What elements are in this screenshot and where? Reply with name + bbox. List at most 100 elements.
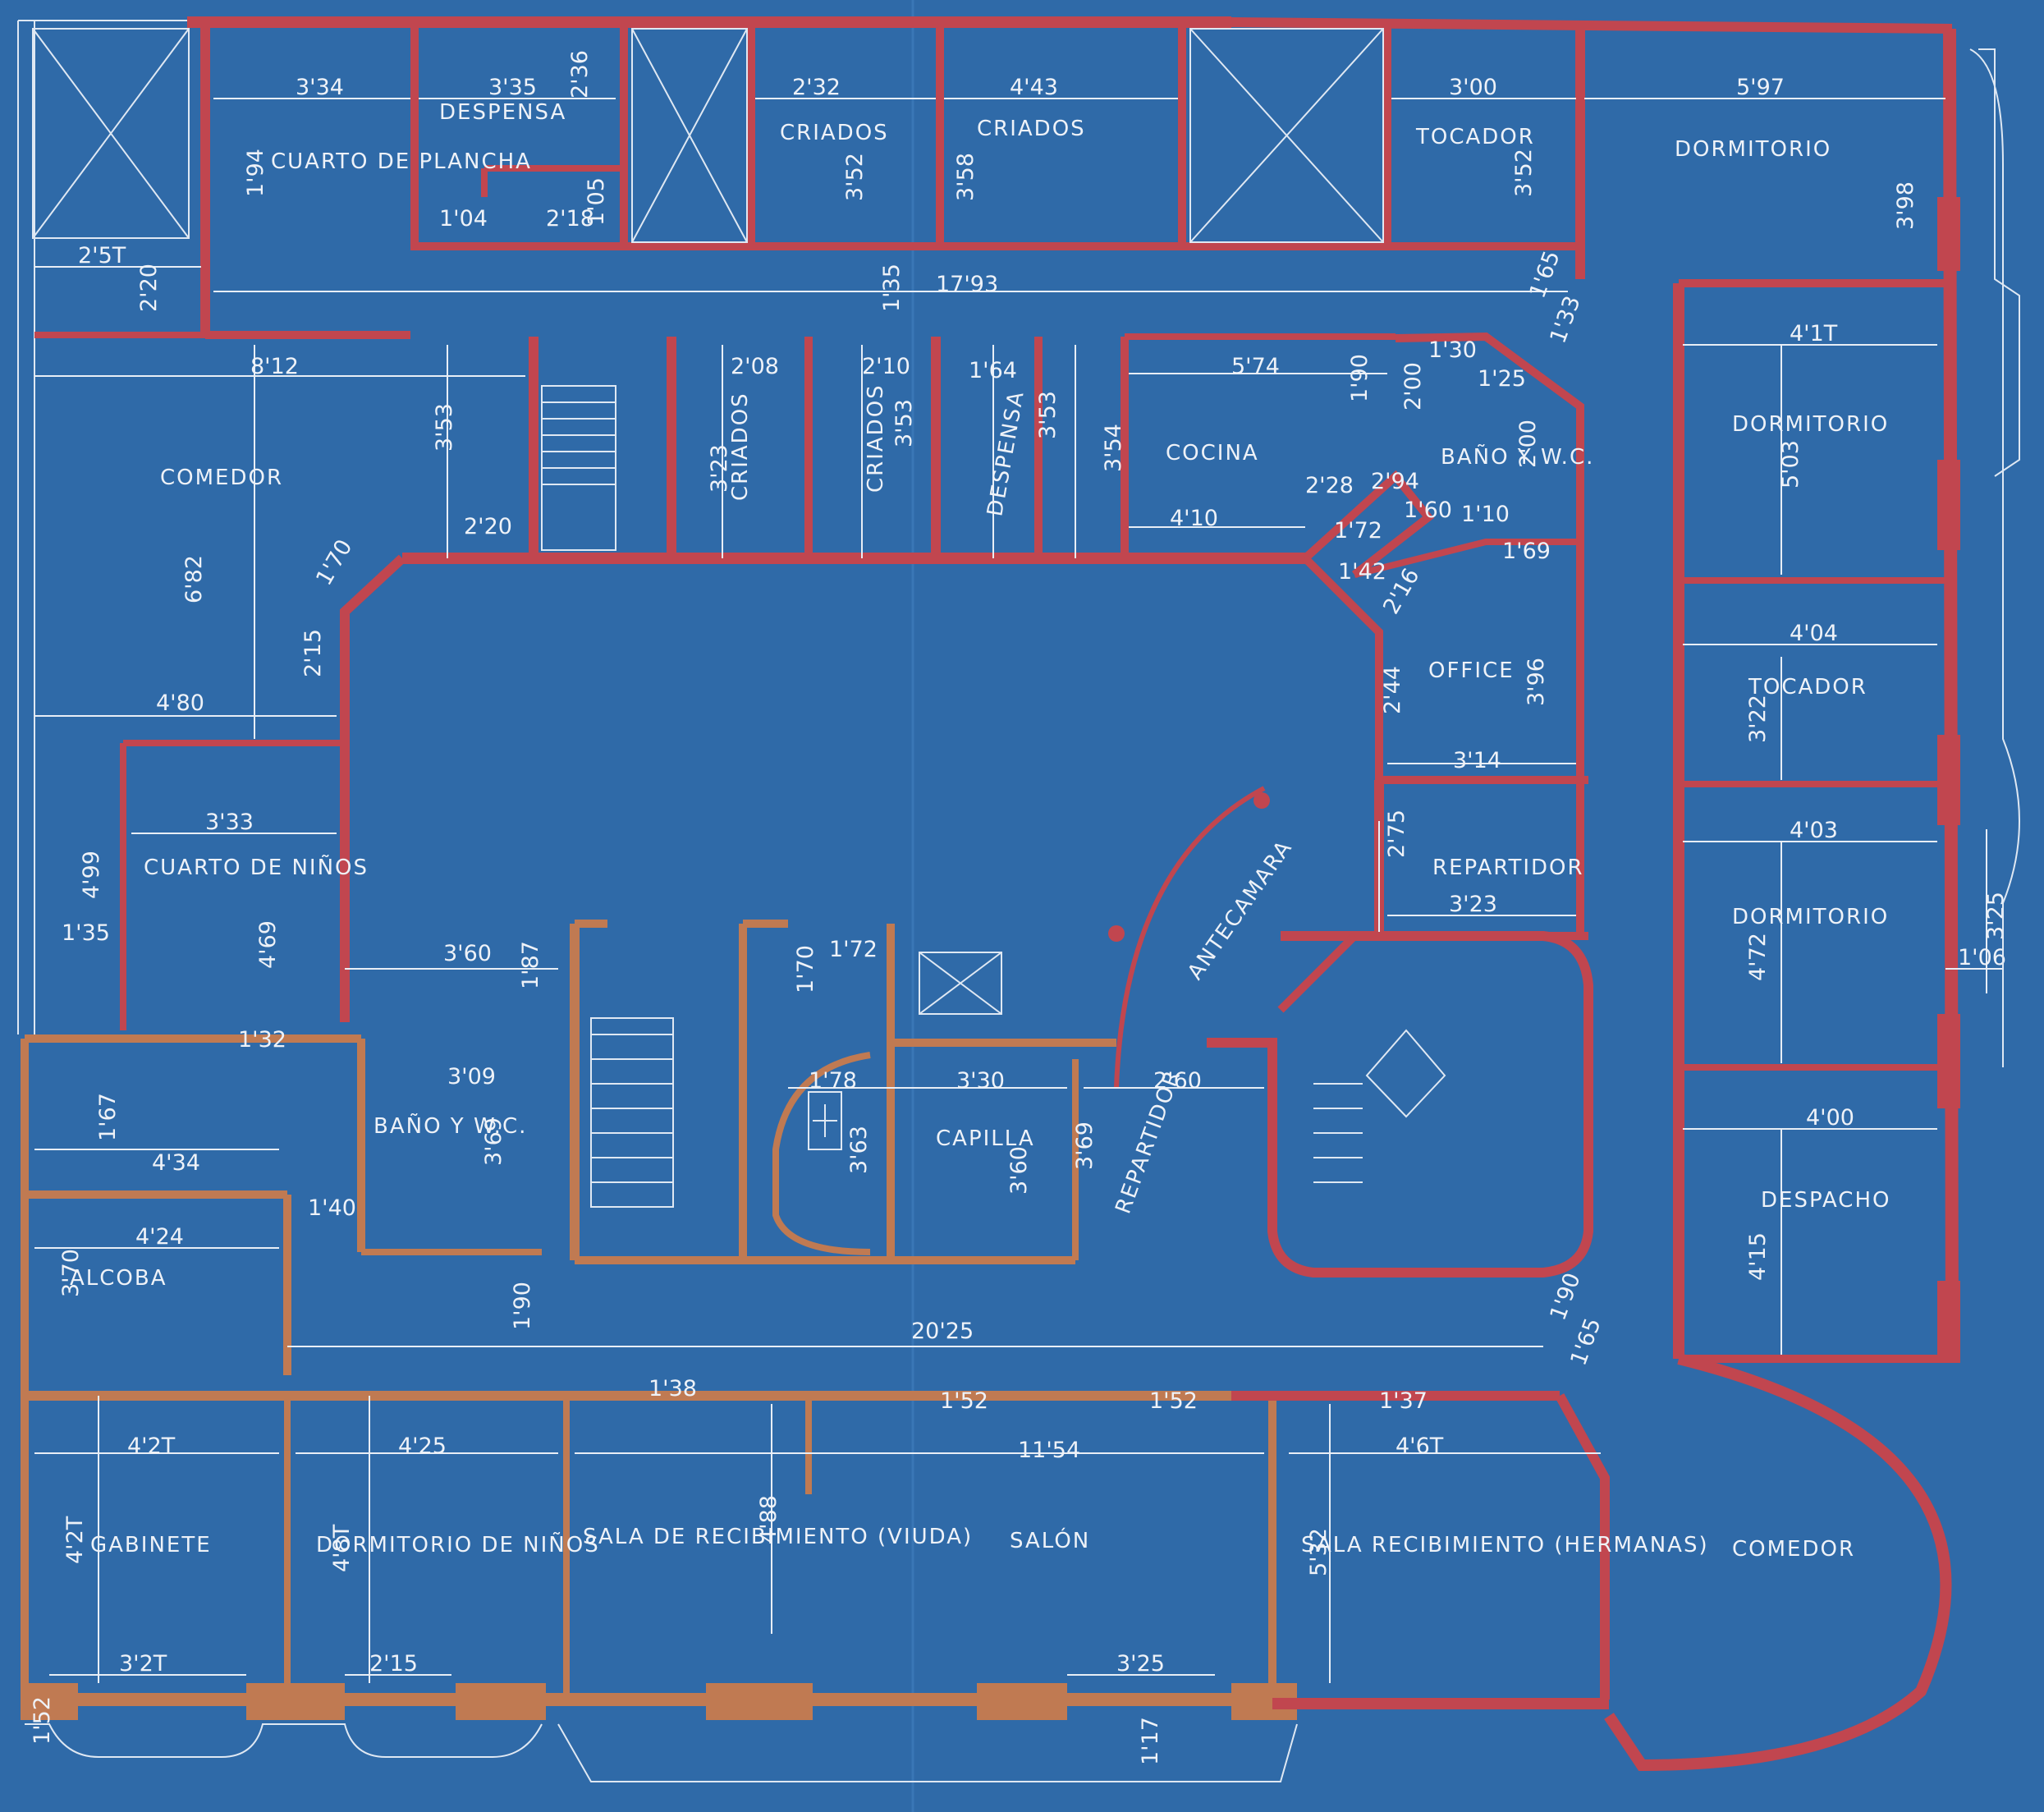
dim-label: 3'98 xyxy=(1893,181,1918,230)
dim-label: 3'96 xyxy=(1524,658,1549,706)
room-label-tocador-right: TOCADOR xyxy=(1748,675,1868,700)
room-label-dormitorio-r2: DORMITORIO xyxy=(1732,905,1889,929)
facade-outline xyxy=(25,48,2020,1782)
dim-label: 4'34 xyxy=(152,1150,200,1176)
dim-label: 1'67 xyxy=(95,1093,121,1141)
dim-label: 3'53 xyxy=(891,399,917,447)
dim-label: 1'64 xyxy=(969,358,1017,383)
dim-label: 3'25 xyxy=(1116,1651,1165,1677)
dim-label: 1'40 xyxy=(308,1195,356,1221)
dim-label: 1'90 xyxy=(1347,354,1373,402)
dim-label: 11'54 xyxy=(1018,1438,1080,1463)
room-label-cuarto-de-ninos: CUARTO DE NIÑOS xyxy=(144,854,369,880)
dim-label: 4'2T xyxy=(127,1434,176,1459)
dim-label: 5'32 xyxy=(1306,1528,1331,1576)
room-label-sala-viuda: SALA DE RECIBIMIENTO (VIUDA) xyxy=(583,1525,973,1549)
dim-label: 1'52 xyxy=(30,1696,55,1745)
dim-label: 2'44 xyxy=(1380,666,1405,714)
dim-label: 1'35 xyxy=(62,920,110,946)
room-label-dormitorio-top: DORMITORIO xyxy=(1675,137,1831,162)
dim-label: 3'52 xyxy=(1511,149,1537,197)
room-label-comedor-left: COMEDOR xyxy=(160,466,283,490)
dim-label: 2'08 xyxy=(731,354,779,379)
dim-label: 1'69 xyxy=(1502,539,1551,564)
dim-label: 4'8T xyxy=(329,1524,355,1572)
dim-label: 1'70 xyxy=(793,945,818,993)
room-label-comedor-right: COMEDOR xyxy=(1732,1537,1855,1562)
room-label-criados-3: CRIADOS xyxy=(728,392,753,501)
dim-label: 2'15 xyxy=(369,1651,418,1677)
dim-label: 1'52 xyxy=(1149,1388,1198,1414)
dim-label: 1'10 xyxy=(1461,502,1510,527)
dim-label: 1'30 xyxy=(1428,337,1477,363)
dim-label: 3'09 xyxy=(447,1064,496,1089)
room-label-dormitorio-de-ninos: DORMITORIO DE NIÑOS xyxy=(316,1531,600,1557)
dim-label: 3'35 xyxy=(488,75,537,100)
dim-label: 4'88 xyxy=(756,1495,781,1544)
dim-label: 1'87 xyxy=(518,941,543,989)
room-label-repartidor-top: REPARTIDOR xyxy=(1432,856,1584,880)
room-label-dormitorio-r1: DORMITORIO xyxy=(1732,412,1889,437)
dim-label: 2'00 xyxy=(1515,420,1541,468)
dim-label: 1'05 xyxy=(584,177,609,226)
dim-label: 1'25 xyxy=(1478,366,1526,392)
dim-label: 2'20 xyxy=(136,264,162,312)
dim-label: 20'25 xyxy=(911,1319,974,1344)
room-label-despensa-top: DESPENSA xyxy=(439,100,566,125)
room-label-despacho: DESPACHO xyxy=(1761,1188,1890,1213)
dim-label: 2'60 xyxy=(1153,1068,1202,1094)
dim-label: 2'00 xyxy=(1400,362,1426,411)
dim-label: 3'23 xyxy=(1449,892,1497,917)
dim-label: 5'74 xyxy=(1231,354,1280,379)
room-labels: CUARTO DE PLANCHA DESPENSA CRIADOS CRIAD… xyxy=(70,100,1890,1562)
dim-label: 4'00 xyxy=(1806,1105,1854,1131)
dim-label: 1'04 xyxy=(439,206,488,232)
dim-label: 3'14 xyxy=(1453,748,1501,773)
dim-label: 1'90 xyxy=(510,1282,535,1330)
walls-upper xyxy=(17,16,1960,1363)
dim-label: 1'60 xyxy=(1404,498,1452,523)
dim-label: 1'32 xyxy=(238,1027,286,1053)
dim-label: 1'42 xyxy=(1338,559,1386,585)
dim-label: 1'78 xyxy=(809,1068,857,1094)
dim-label: 3'53 xyxy=(432,403,457,452)
dim-label: 3'34 xyxy=(296,75,344,100)
dim-label: 3'33 xyxy=(205,810,254,835)
dim-label: 17'93 xyxy=(936,272,998,297)
dim-label: 3'22 xyxy=(1745,695,1771,743)
dim-label: 2'10 xyxy=(862,354,910,379)
dim-label: 1'94 xyxy=(243,149,268,197)
dim-label: 3'00 xyxy=(1449,75,1497,100)
dim-label: 1'06 xyxy=(1958,945,2006,970)
dim-label: 2'18 xyxy=(546,206,594,232)
room-label-cocina: COCINA xyxy=(1166,441,1259,466)
dimension-lines xyxy=(34,98,2003,1683)
dim-label: 4'10 xyxy=(1170,506,1218,531)
walls-lower xyxy=(21,920,1952,1772)
dim-label: 1'72 xyxy=(829,937,878,962)
dim-label: 4'99 xyxy=(79,851,104,899)
dim-label: 4'04 xyxy=(1790,621,1838,646)
dim-label: 1'17 xyxy=(1138,1717,1163,1765)
dim-label: 4'2T xyxy=(62,1516,88,1564)
room-label-salon: SALÓN xyxy=(1010,1527,1090,1553)
dim-label: 5'03 xyxy=(1778,440,1803,489)
room-label-bano-top: BAÑO Y W.C. xyxy=(1441,443,1594,470)
dim-label: 4'43 xyxy=(1010,75,1058,100)
room-label-gabinete: GABINETE xyxy=(90,1533,212,1557)
dim-label: 4'80 xyxy=(156,690,204,716)
dim-label: 3'69 xyxy=(481,1117,506,1166)
room-label-criados-4: CRIADOS xyxy=(864,383,888,493)
dim-label: 3'52 xyxy=(842,153,868,201)
room-label-capilla: CAPILLA xyxy=(936,1126,1035,1151)
dim-label: 3'53 xyxy=(1035,391,1061,439)
dim-label: 2'15 xyxy=(300,629,326,677)
room-label-bano-bottom: BAÑO Y W.C. xyxy=(374,1112,527,1139)
dim-label: 3'63 xyxy=(846,1126,872,1174)
room-label-office: OFFICE xyxy=(1428,658,1515,683)
dim-label: 4'03 xyxy=(1790,818,1838,843)
dim-label: 4'15 xyxy=(1745,1232,1771,1281)
dim-label: 2'32 xyxy=(792,75,841,100)
dim-label: 4'69 xyxy=(255,920,281,969)
